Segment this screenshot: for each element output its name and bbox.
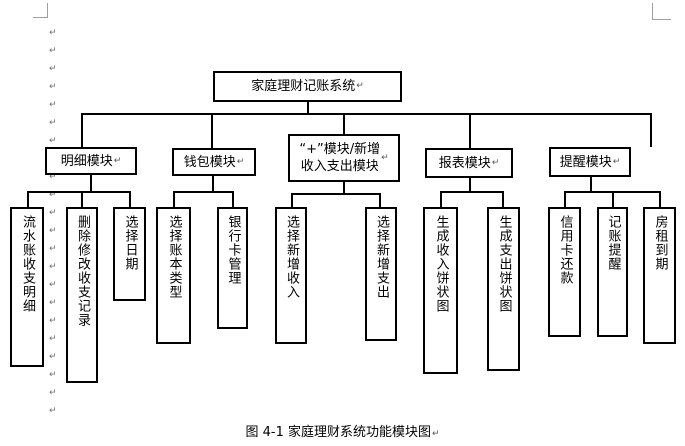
paragraph-mark: ↵: [49, 172, 57, 182]
module-label: 明细模块: [60, 153, 113, 169]
connector-line: [612, 191, 614, 207]
root-label: 家庭理财记账系统: [251, 79, 356, 94]
connector-line: [343, 182, 345, 194]
paragraph-mark: ↵: [49, 388, 57, 398]
leaf-label: 房租到期: [652, 215, 668, 271]
connector-line: [469, 113, 471, 148]
connector-line: [211, 113, 213, 148]
module-label: 提醒模块: [559, 154, 612, 170]
leaf-box-zhangben: 选择账本类型: [156, 207, 191, 344]
paragraph-mark: ↵: [49, 406, 57, 416]
leaf-box-shourubing: 生成收入饼状图: [423, 207, 458, 374]
leaf-box-riqi: 选择日期: [113, 207, 146, 301]
connector-line: [291, 193, 293, 207]
paragraph-mark: ↵: [49, 118, 57, 128]
module-label: 钱包模块: [183, 154, 236, 170]
leaf-label: 流水账收支明细: [20, 215, 35, 313]
connector-line: [291, 193, 381, 195]
paragraph-mark: ↵: [49, 64, 57, 74]
connector-line: [90, 175, 92, 191]
leaf-box-yinhangka: 银行卡管理: [217, 207, 248, 329]
leaf-label: 选择日期: [122, 215, 138, 271]
connector-line: [590, 177, 592, 192]
crop-mark-top-right: [652, 3, 671, 20]
leaf-label: 信用卡还款: [557, 215, 573, 285]
leaf-label: 银行卡管理: [225, 215, 241, 285]
connector-line: [307, 102, 309, 114]
connector-line: [564, 191, 566, 207]
module-box-baobiao: 报表模块↵: [425, 148, 513, 178]
connector-line: [212, 176, 214, 191]
paragraph-mark: ↵: [236, 156, 245, 167]
paragraph-mark: ↵: [431, 429, 440, 439]
connector-line: [440, 191, 442, 207]
connector-line: [27, 191, 29, 207]
paragraph-mark: ↵: [49, 298, 57, 308]
connector-line: [27, 191, 131, 193]
paragraph-mark: ↵: [49, 226, 57, 236]
paragraph-mark: ↵: [49, 352, 57, 362]
caption-text: 图 4-1 家庭理财系统功能模块图: [245, 425, 431, 440]
leaf-label: 删除修改收支记录: [75, 215, 90, 327]
connector-line: [81, 191, 83, 207]
leaf-box-xinzengzhichu: 选择新增支出: [365, 207, 397, 341]
paragraph-mark: ↵: [49, 208, 57, 218]
paragraph-mark: ↵: [381, 152, 389, 163]
paragraph-mark: ↵: [49, 280, 57, 290]
paragraph-mark: ↵: [49, 136, 57, 146]
connector-line: [502, 191, 504, 207]
paragraph-mark: ↵: [113, 155, 122, 166]
module-box-tixing: 提醒模块↵: [549, 147, 631, 177]
connector-line: [440, 191, 504, 193]
leaf-box-liushui: 流水账收支明细: [10, 207, 44, 367]
crop-mark-top-left: [33, 3, 48, 18]
figure-caption: 图 4-1 家庭理财系统功能模块图↵: [0, 425, 685, 442]
paragraph-mark: ↵: [491, 157, 500, 168]
leaf-label: 选择新增收入: [284, 215, 299, 299]
leaf-label: 生成收入饼状图: [433, 215, 449, 313]
connector-line: [129, 191, 131, 207]
leaf-box-shanchu: 删除修改收支记录: [66, 207, 98, 383]
root-box: 家庭理财记账系统↵: [213, 71, 402, 102]
leaf-box-jizhang: 记账提醒: [597, 207, 628, 337]
paragraph-mark: ↵: [49, 28, 57, 38]
connector-line: [650, 113, 652, 147]
connector-line: [173, 191, 234, 193]
paragraph-mark: ↵: [49, 334, 57, 344]
leaf-box-fangzu: 房租到期: [643, 207, 676, 344]
connector-line: [81, 113, 83, 147]
leaf-box-zhichubing: 生成支出饼状图: [487, 207, 520, 371]
module-box-mingxi: 明细模块↵: [45, 147, 137, 175]
paragraph-mark: ↵: [49, 190, 57, 200]
leaf-box-xinzengshouru: 选择新增收入: [275, 207, 307, 344]
leaf-box-xinyongka: 信用卡还款: [548, 207, 581, 337]
connector-line: [469, 178, 471, 192]
paragraph-mark: ↵: [49, 82, 57, 92]
module-label: 报表模块: [438, 155, 491, 171]
paragraph-mark: ↵: [49, 244, 57, 254]
connector-line: [343, 113, 345, 134]
connector-line: [659, 191, 661, 207]
connector-line: [232, 191, 234, 207]
leaf-label: 记账提醒: [605, 215, 621, 271]
module-box-add: “+”模块/新增 收入支出模块↵: [288, 134, 400, 182]
paragraph-mark: ↵: [612, 156, 621, 167]
leaf-label: 选择新增支出: [374, 215, 389, 299]
paragraph-mark: ↵: [356, 81, 364, 91]
connector-line: [173, 191, 175, 207]
leaf-label: 选择账本类型: [166, 215, 182, 299]
module-label: “+”模块/新增 收入支出模块: [299, 142, 381, 174]
paragraph-mark: ↵: [49, 316, 57, 326]
paragraph-mark: ↵: [49, 46, 57, 56]
leaf-label: 生成支出饼状图: [496, 215, 512, 313]
module-box-qianbao: 钱包模块↵: [172, 148, 256, 176]
paragraph-mark: ↵: [49, 370, 57, 380]
connector-line: [379, 193, 381, 207]
paragraph-mark: ↵: [49, 262, 57, 272]
connector-line: [81, 113, 652, 115]
paragraph-mark: ↵: [49, 100, 57, 110]
